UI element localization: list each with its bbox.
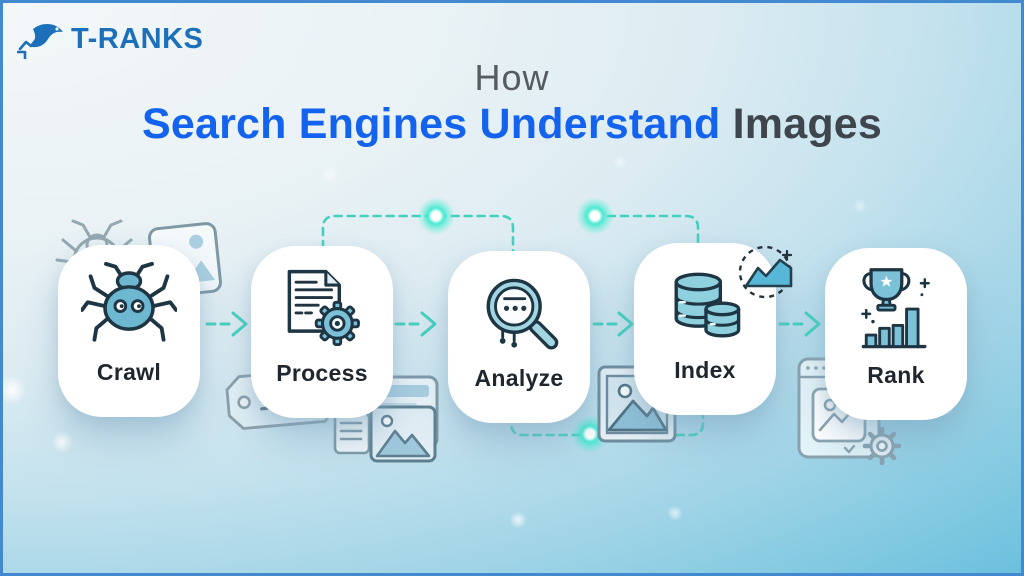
glow-dot bbox=[417, 197, 455, 235]
step-card-index: Index bbox=[634, 243, 776, 415]
title-line2: Search Engines Understand Images bbox=[3, 100, 1021, 149]
step-label: Index bbox=[674, 357, 736, 383]
shark-trend-icon bbox=[17, 23, 63, 59]
title-rest: Images bbox=[732, 99, 883, 148]
arrow-icon bbox=[394, 311, 437, 337]
trophy-chart-icon bbox=[861, 268, 930, 349]
title-line1: How bbox=[474, 57, 550, 98]
glow-blob bbox=[321, 165, 339, 183]
step-label: Rank bbox=[867, 362, 925, 388]
glow-blob bbox=[613, 155, 627, 169]
glow-blob bbox=[3, 375, 27, 405]
brand-logo: T-RANKS bbox=[17, 19, 203, 59]
glow-blob bbox=[509, 511, 527, 529]
growth-badge-icon bbox=[738, 245, 793, 299]
brand-name: T-RANKS bbox=[71, 22, 204, 55]
step-label: Crawl bbox=[96, 359, 162, 385]
glow-blob bbox=[853, 199, 867, 213]
page-title: How Search Engines Understand Images bbox=[3, 59, 1021, 149]
arrow-icon bbox=[778, 311, 821, 337]
database-icon bbox=[674, 272, 741, 338]
step-card-process: Process bbox=[251, 246, 393, 418]
spider-icon bbox=[81, 261, 177, 342]
glow-blob bbox=[667, 505, 683, 521]
arrow-icon bbox=[592, 311, 634, 337]
glow-dot bbox=[576, 197, 614, 235]
step-card-rank: Rank bbox=[825, 248, 967, 420]
step-card-analyze: Analyze bbox=[448, 251, 590, 423]
magnifying-glass-icon bbox=[486, 278, 559, 350]
title-highlight: Search Engines Understand bbox=[141, 99, 721, 148]
document-gear-icon bbox=[287, 269, 360, 346]
step-label: Analyze bbox=[474, 365, 564, 391]
step-label: Process bbox=[276, 360, 368, 386]
glow-blob bbox=[51, 431, 73, 453]
arrow-icon bbox=[205, 311, 248, 337]
step-card-crawl: Crawl bbox=[58, 245, 200, 417]
